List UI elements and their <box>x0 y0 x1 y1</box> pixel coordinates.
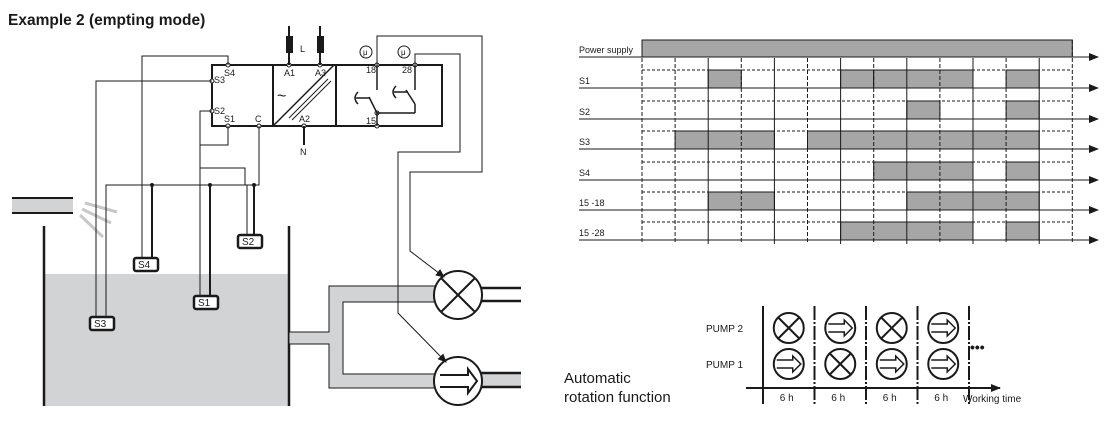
svg-text:S2: S2 <box>242 237 255 248</box>
caption-line-2: rotation function <box>564 389 671 406</box>
period-duration-label: 6 h <box>780 393 794 404</box>
timing-row: S3 <box>579 130 1099 153</box>
rotation-caption: Automatic rotation function <box>564 369 671 407</box>
terminal-a3: A3 <box>315 68 326 78</box>
timing-on-bar <box>873 69 974 89</box>
timing-on-bar <box>641 39 1073 58</box>
pump-off-icon <box>824 348 857 380</box>
ac-symbol: ~ <box>277 88 286 105</box>
svg-text:μ: μ <box>363 48 368 57</box>
svg-text:S1: S1 <box>198 298 211 309</box>
relay-contact-icon <box>354 65 416 126</box>
timing-row: S1 <box>579 69 1099 92</box>
period-duration-label: 6 h <box>934 393 948 404</box>
timing-on-bar <box>1005 161 1040 181</box>
timing-on-bar <box>906 100 941 120</box>
timing-on-bar <box>707 191 775 211</box>
probe-s1: S1 <box>192 294 220 311</box>
timing-signal-label: 15 -28 <box>579 228 605 238</box>
inlet-pipe <box>12 197 118 239</box>
probe-s2: S2 <box>236 233 264 250</box>
terminal-a1: A1 <box>284 68 295 78</box>
svg-text:S4: S4 <box>138 260 151 271</box>
timing-signal-label: Power supply <box>579 45 634 55</box>
water-level <box>44 274 289 406</box>
terminal-s1: S1 <box>224 114 235 124</box>
timing-row: Power supply <box>579 39 1099 61</box>
terminal-s2: S2 <box>214 106 225 116</box>
terminal-s4: S4 <box>224 68 235 78</box>
pump-off-icon <box>772 312 805 344</box>
timing-row: S2 <box>579 100 1099 123</box>
relay-module <box>211 64 443 127</box>
period-duration-label: 6 h <box>883 393 897 404</box>
pump-on-icon <box>927 348 960 380</box>
pump-cross-icon <box>433 270 483 320</box>
timing-row: 15 -28 <box>579 221 1099 244</box>
pump-arrow-icon <box>433 356 483 406</box>
label-line: L <box>300 44 305 54</box>
mu-icon: μ μ <box>359 45 411 59</box>
working-time-label: Working time <box>963 394 1022 405</box>
rotation-diagram: PUMP 2 PUMP 1 6 h 6 h 6 h 6 h ••• Working time <box>706 306 1022 405</box>
control-wires <box>376 35 483 363</box>
terminal-a2: A2 <box>299 114 310 124</box>
tank <box>42 226 291 406</box>
timing-signal-label: S1 <box>579 76 590 86</box>
terminal-s3: S3 <box>214 75 225 85</box>
timing-on-bar <box>840 69 875 89</box>
timing-on-bar <box>1005 100 1040 120</box>
svg-text:S3: S3 <box>94 319 107 330</box>
pump-off-icon <box>875 312 908 344</box>
period-duration-label: 6 h <box>831 393 845 404</box>
timing-on-bar <box>873 161 974 181</box>
caption-line-1: Automatic <box>564 370 631 387</box>
terminal-15: 15 <box>366 116 376 126</box>
pump-on-icon <box>772 348 805 380</box>
timing-on-bar <box>674 130 775 150</box>
terminal-c: C <box>255 114 262 124</box>
terminal-28: 28 <box>402 65 412 75</box>
pump-on-icon <box>927 312 960 344</box>
timing-signal-label: S2 <box>579 107 590 117</box>
timing-row: S4 <box>579 161 1099 184</box>
timing-on-bar <box>707 69 742 89</box>
fuse-icon <box>286 26 324 65</box>
page-title: Example 2 (empting mode) <box>8 12 206 29</box>
timing-signal-label: 15 -18 <box>579 198 605 208</box>
timing-signal-label: S3 <box>579 137 590 147</box>
label-neutral: N <box>300 147 307 157</box>
terminal-18: 18 <box>366 65 376 75</box>
continuation-dots: ••• <box>970 339 985 355</box>
wiring-diagram: ~ S4 S3 S2 S1 C A1 A3 A2 L N 18 28 15 <box>12 26 521 406</box>
row-label-pump-1: PUMP 1 <box>706 360 743 371</box>
probe-s4: S4 <box>132 256 160 273</box>
pump-on-icon <box>875 348 908 380</box>
outlet-pipes <box>288 285 521 389</box>
timing-on-bar <box>1005 69 1040 89</box>
probe-s3: S3 <box>88 315 116 332</box>
pump-on-icon <box>824 312 857 344</box>
timing-on-bar <box>1005 221 1040 241</box>
timing-row: 15 -18 <box>579 191 1099 214</box>
svg-text:μ: μ <box>401 48 406 57</box>
timing-on-bar <box>807 130 1040 150</box>
timing-signal-label: S4 <box>579 168 590 178</box>
row-label-pump-2: PUMP 2 <box>706 324 743 335</box>
